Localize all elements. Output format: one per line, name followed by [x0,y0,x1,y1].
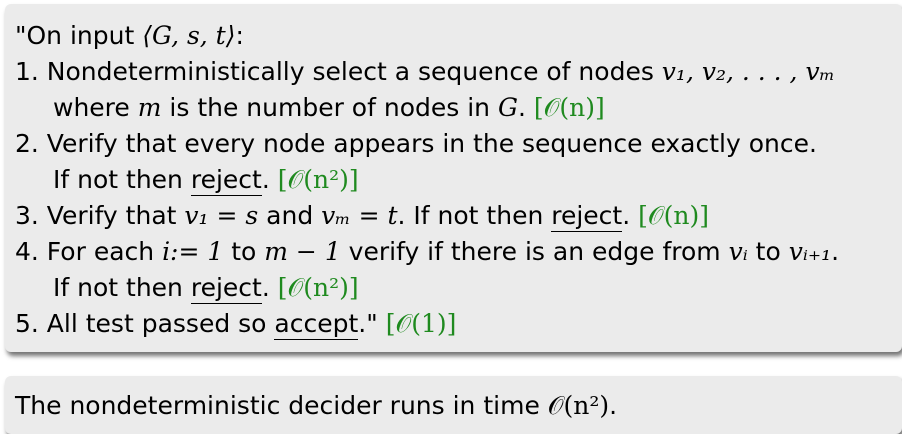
header-math: ⟨G, s, t⟩ [142,21,236,50]
step-text: . [517,93,534,122]
step-text: . [261,273,278,302]
step-text: and [258,201,322,230]
step-cost: [𝒪(n²)] [277,165,359,194]
step-2-line-2: If not then reject. [𝒪(n²)] [15,162,902,198]
header-tail: : [235,21,244,50]
algorithm-block: "On input ⟨G, s, t⟩: 1. Nondeterministic… [5,4,902,352]
step-math: v₁, v₂, . . . , vₘ [661,57,835,86]
step-math: vᵢ₊₁ [788,237,832,266]
step-cost: [𝒪(n²)] [277,273,359,302]
step-number: 1. [15,57,39,86]
step-text: ." [358,309,386,338]
step-3-line-1: 3. Verify that v₁ = s and vₘ = t. If not… [15,198,902,234]
header-text: "On input [15,21,143,50]
step-1-line-2: where m is the number of nodes in G. [𝒪(… [15,90,902,126]
step-number: 2. [15,129,39,158]
step-math: m − 1 [264,237,341,266]
step-number: 3. [15,201,39,230]
result-line: The nondeterministic decider runs in tim… [15,388,902,424]
step-cost: [𝒪(n)] [638,201,710,230]
step-math: i:= 1 [162,237,224,266]
step-math: vₘ = t [321,201,398,230]
step-math: m [137,93,162,122]
step-text: Verify that [38,201,185,230]
step-text: Verify that every node appears in the se… [38,129,817,158]
result-tail: . [609,391,618,420]
reject-keyword: reject [551,201,623,232]
step-text: If not then [53,273,191,302]
step-4-line-1: 4. For each i:= 1 to m − 1 verify if the… [15,234,902,270]
result-block: The nondeterministic decider runs in tim… [5,376,902,434]
step-2-line-1: 2. Verify that every node appears in the… [15,126,902,162]
step-text: . [831,237,840,266]
step-cost: [𝒪(n)] [533,93,605,122]
step-1-line-1: 1. Nondeterministically select a sequenc… [15,54,902,90]
step-4-line-2: If not then reject. [𝒪(n²)] [15,270,902,306]
step-text: . [261,165,278,194]
step-text: where [53,93,138,122]
step-math: v₁ = s [184,201,259,230]
step-text: For each [38,237,163,266]
reject-keyword: reject [190,165,262,196]
result-math: 𝒪(n²) [547,391,610,420]
step-cost: [𝒪(1)] [385,309,457,338]
step-number: 4. [15,237,39,266]
step-text: All test passed so [38,309,275,338]
step-text: . If not then [397,201,552,230]
step-text: If not then [53,165,191,194]
step-5-line-1: 5. All test passed so accept." [𝒪(1)] [15,306,902,342]
result-text: The nondeterministic decider runs in tim… [15,391,548,420]
step-math: vᵢ [728,237,748,266]
algorithm-header: "On input ⟨G, s, t⟩: [15,18,902,54]
step-text: to [223,237,265,266]
step-math: G [497,93,518,122]
step-text: to [747,237,789,266]
reject-keyword: reject [190,273,262,304]
step-text: Nondeterministically select a sequence o… [38,57,662,86]
accept-keyword: accept [274,309,359,340]
step-text: . [622,201,639,230]
step-number: 5. [15,309,39,338]
step-text: verify if there is an edge from [340,237,729,266]
step-text: is the number of nodes in [161,93,498,122]
